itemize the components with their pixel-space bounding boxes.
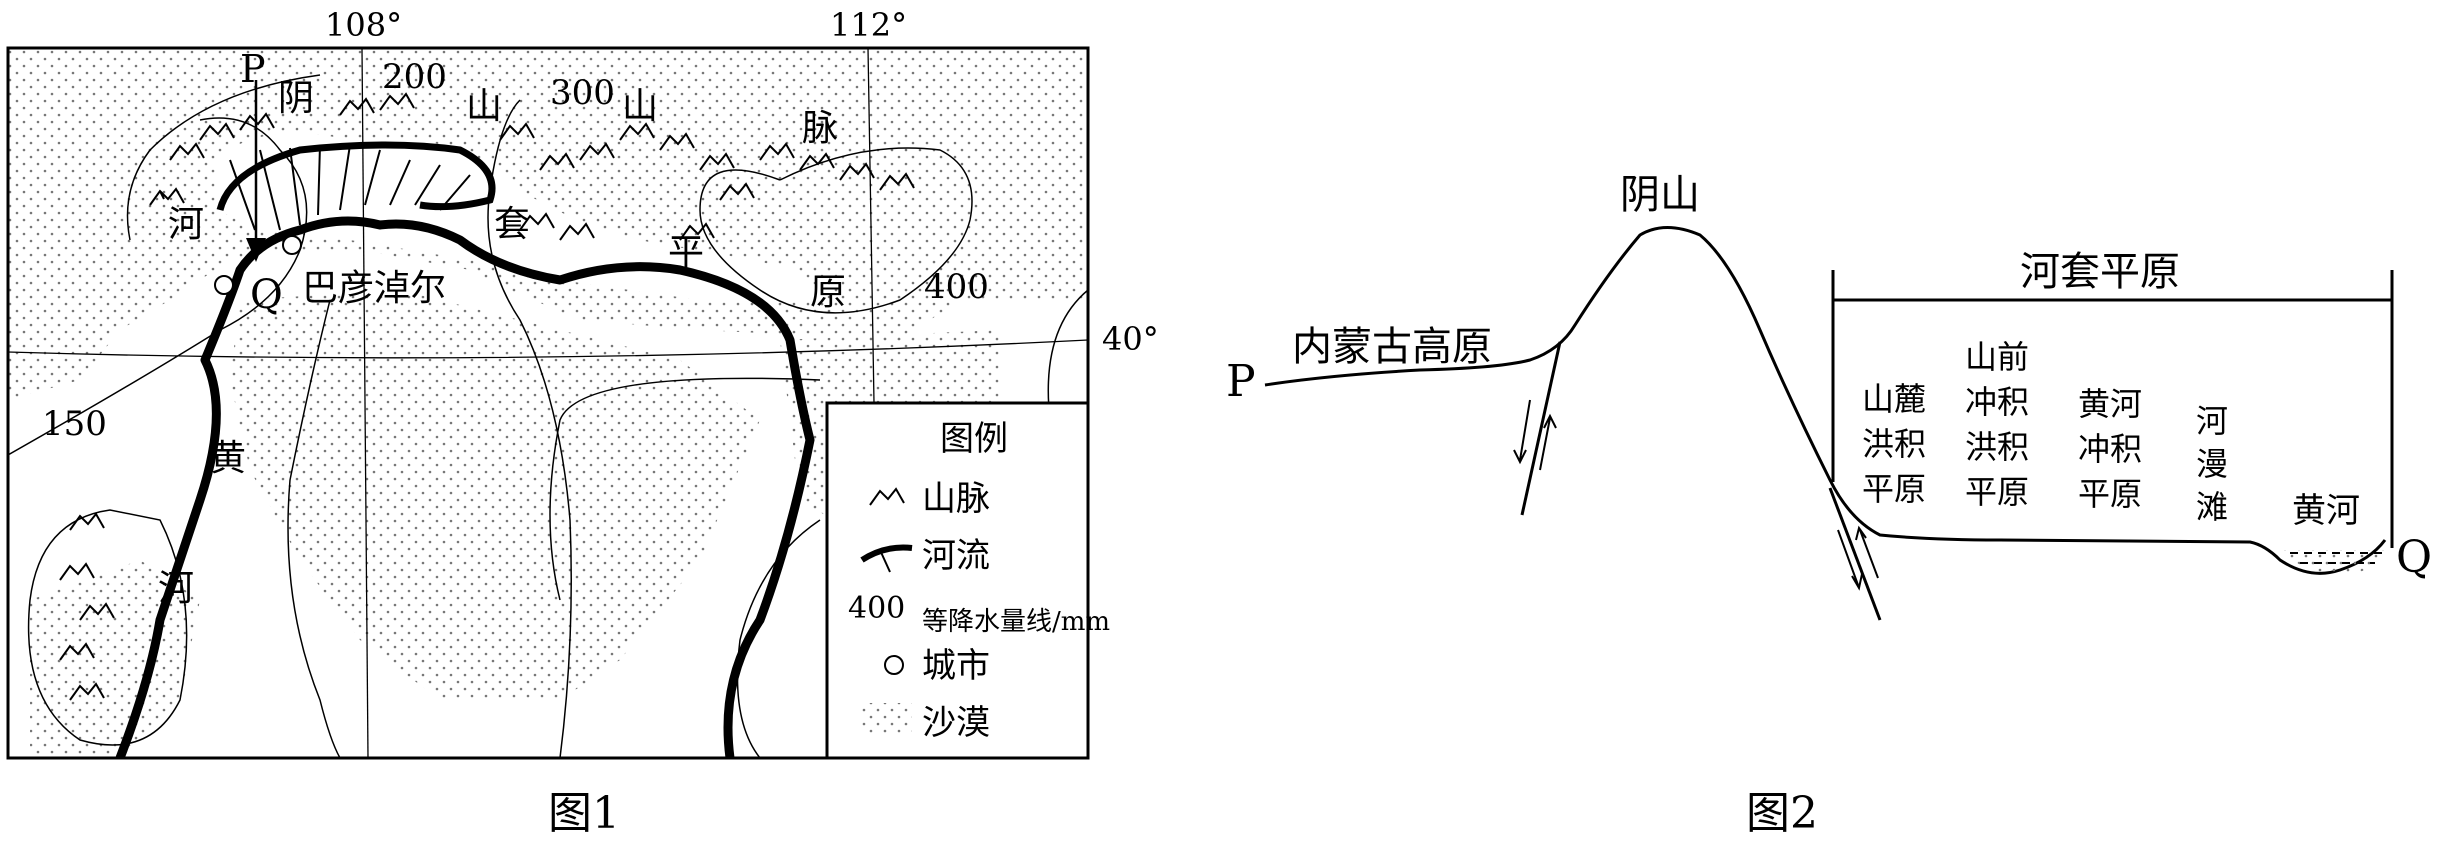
profile-arrowhead — [246, 238, 266, 262]
legend-label-mountain: 山脉 — [922, 479, 990, 519]
zone2-line3: 洪积 — [1965, 428, 2029, 466]
meridian-108 — [361, 48, 369, 758]
hetao-canal — [216, 141, 496, 212]
legend-label-city: 城市 — [922, 646, 990, 686]
label-tao: 套 — [494, 204, 530, 245]
map-endpoint-p: P — [240, 47, 266, 91]
zone1-line2: 洪积 — [1862, 425, 1926, 463]
mountain-range-symbols — [59, 92, 915, 701]
yellow-river — [115, 216, 815, 758]
zone4-line3: 滩 — [2196, 488, 2228, 526]
fault-south-arrows — [1837, 525, 1879, 591]
longitude-label-112: 112° — [830, 6, 907, 44]
zone1-line1: 山麓 — [1862, 380, 1926, 418]
zone2-line1: 山前 — [1965, 338, 2029, 376]
desert-area-west — [30, 560, 200, 758]
legend-title: 图例 — [940, 419, 1008, 459]
label-shan-1: 山 — [466, 86, 502, 127]
isohyet-label-300: 300 — [550, 73, 615, 113]
isohyet-westloop — [27, 509, 188, 746]
city-marker-bayannur — [282, 235, 302, 255]
legend-label-river: 河流 — [922, 536, 990, 576]
fault-south — [1828, 487, 1882, 621]
label-yinshan: 阴山 — [1620, 172, 1700, 218]
tributary-lines — [229, 144, 471, 231]
fault-north-arrows — [1513, 399, 1557, 471]
label-yellow-river-profile: 黄河 — [2292, 491, 2360, 531]
latitude-label-40: 40° — [1102, 320, 1159, 358]
zone3-line2: 冲积 — [2078, 430, 2142, 468]
zone3-line3: 平原 — [2078, 475, 2142, 513]
longitude-label-108: 108° — [325, 6, 402, 44]
profile-endpoint-q: Q — [2396, 532, 2432, 583]
label-yin: 阴 — [278, 78, 314, 119]
label-shan-2: 山 — [622, 86, 658, 127]
zone4-line1: 河 — [2196, 402, 2228, 440]
hetao-plain-area — [215, 133, 830, 300]
city-marker — [214, 275, 234, 295]
legend-isohyet-symbol: 400 — [848, 591, 905, 626]
map-endpoint-q: Q — [250, 272, 283, 318]
label-inner-mongolia-plateau: 内蒙古高原 — [1292, 324, 1492, 370]
legend-label-desert: 沙漠 — [922, 703, 990, 743]
isohyet-150 — [8, 117, 308, 456]
label-yellow-river-huang: 黄 — [210, 438, 246, 479]
fault-north — [1520, 341, 1562, 516]
zone2-line4: 平原 — [1965, 473, 2029, 511]
legend-river-icon — [860, 544, 913, 563]
legend-label-isohyet: 等降水量线/mm — [922, 607, 1110, 637]
label-city-bayannur: 巴彦淖尔 — [302, 268, 446, 309]
zone3-line1: 黄河 — [2078, 385, 2142, 423]
map-legend: 图例 山脉 河流 400 等降水量线/mm 城市 沙漠 — [825, 401, 1110, 760]
figure2-profile: P Q 阴山 内蒙古高原 河套平原 山麓 洪积 平原 山前 冲积 洪积 平原 黄… — [1226, 172, 2432, 839]
isohyet-label-150: 150 — [42, 404, 107, 444]
zone2-line2: 冲积 — [1965, 383, 2029, 421]
label-ping: 平 — [668, 232, 704, 273]
profile-endpoint-p: P — [1226, 356, 1256, 407]
legend-box — [825, 401, 1090, 760]
legend-mountain-icon — [869, 487, 905, 506]
label-yuan: 原 — [810, 272, 846, 313]
legend-city-icon — [884, 655, 904, 675]
zone4-line2: 漫 — [2196, 445, 2228, 483]
label-yellow-river-he: 河 — [158, 568, 194, 609]
legend-desert-icon — [862, 703, 912, 733]
parallel-40 — [8, 339, 1088, 359]
figure2-caption: 图2 — [1746, 788, 1818, 839]
isohyet-200 — [126, 74, 341, 758]
zone1-line3: 平原 — [1862, 470, 1926, 508]
figure1-caption: 图1 — [548, 788, 620, 839]
figure1-map: 108° 112° 40° 150 200 300 400 P Q 阴 山 山 … — [6, 6, 1159, 839]
isohyet-400 — [699, 147, 1088, 421]
isohyet-label-400: 400 — [924, 267, 989, 307]
label-hetao-plain: 河套平原 — [2020, 249, 2180, 295]
legend-river-tributary-icon — [879, 549, 891, 573]
terrain-profile — [1264, 226, 2387, 575]
label-mai: 脉 — [802, 108, 838, 149]
isohyet-label-200: 200 — [382, 57, 447, 97]
label-he: 河 — [168, 204, 204, 245]
desert-area-south — [230, 290, 760, 700]
